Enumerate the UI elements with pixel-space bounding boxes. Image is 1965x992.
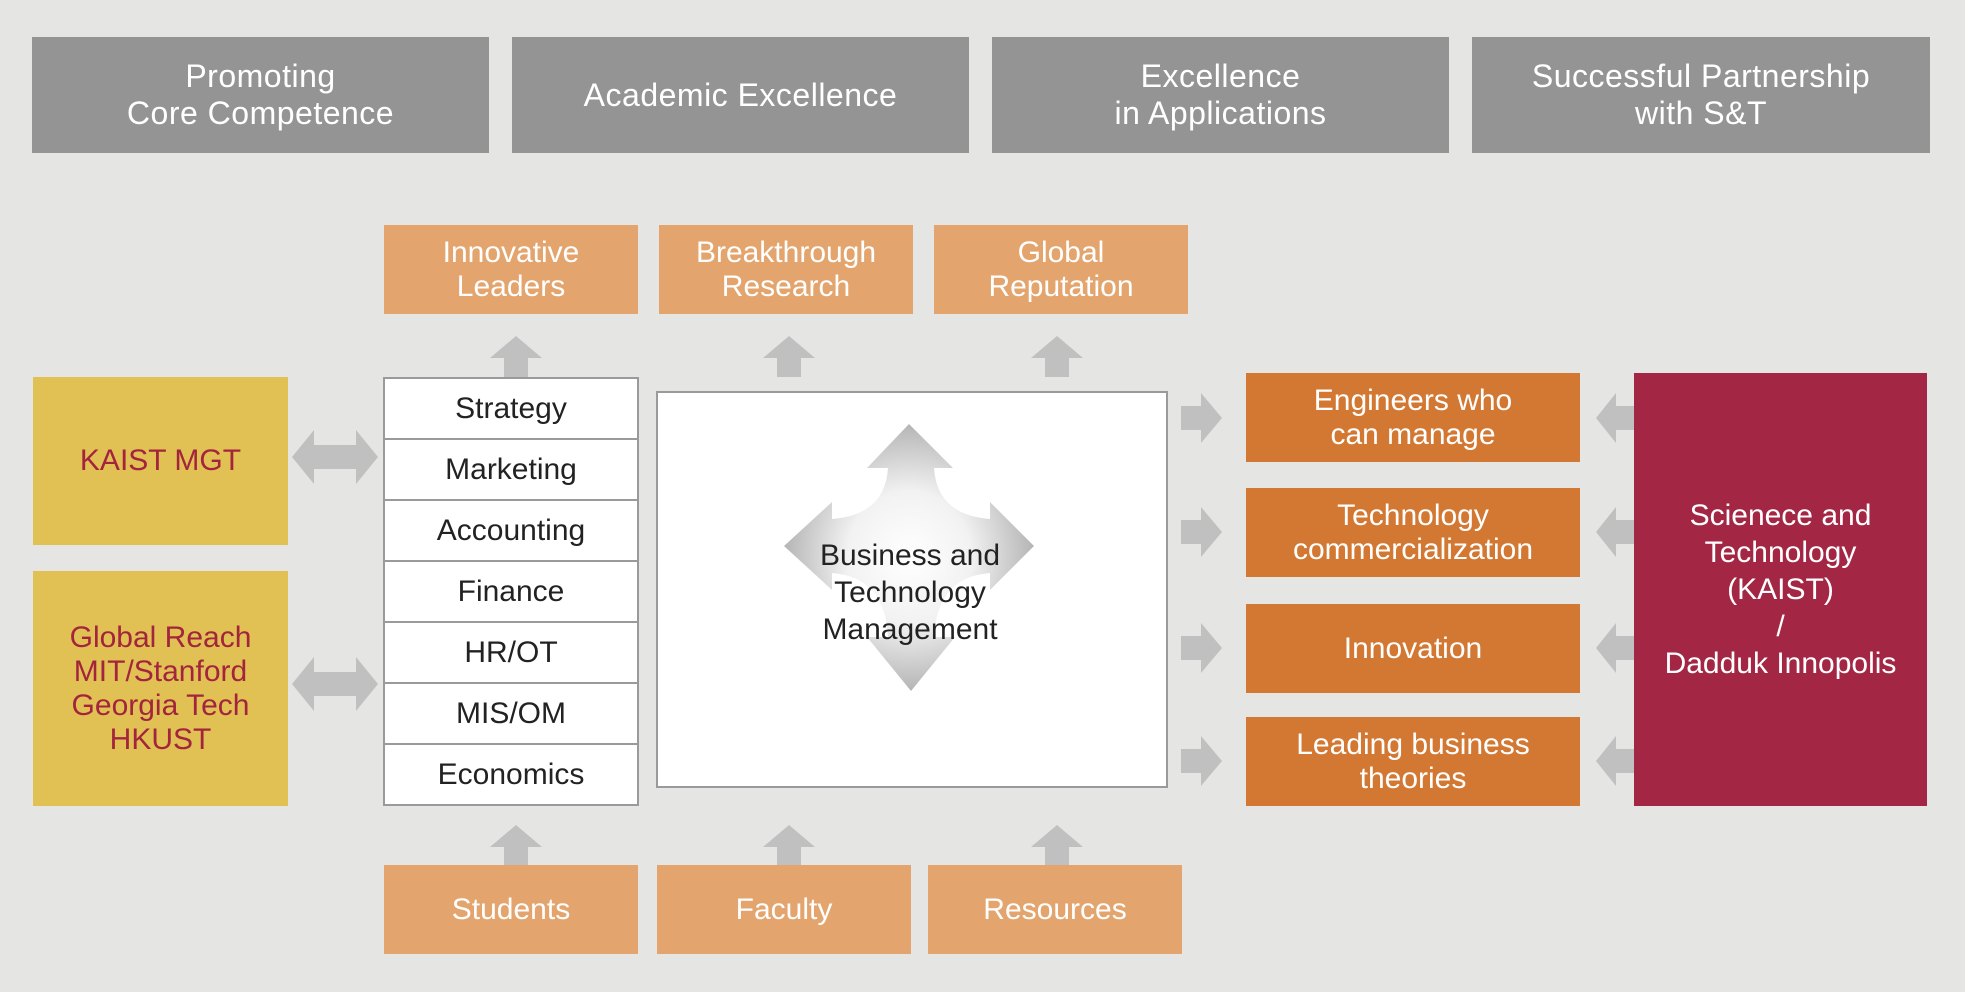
input-students: Students [384, 865, 638, 954]
up-arrow-icon [1031, 825, 1083, 866]
partner-kaist-mgt: KAIST MGT [33, 377, 288, 545]
header-excellence-in-applications: Excellence in Applications [992, 37, 1449, 153]
subject-accounting: Accounting [385, 499, 637, 560]
subject-strategy: Strategy [455, 391, 567, 425]
outcome-breakthrough-research: Breakthrough Research [659, 225, 913, 314]
application-technology-commercialization: Technology commercialization [1246, 488, 1580, 577]
outcome-innovative-leaders: Innovative Leaders [384, 225, 638, 314]
outcome-global-reputation: Global Reputation [934, 225, 1188, 314]
double-arrow-icon [292, 657, 378, 711]
left-arrow-icon [1596, 623, 1634, 673]
subject-finance: Finance [385, 560, 637, 621]
up-arrow-icon [763, 336, 815, 377]
input-resources: Resources [928, 865, 1182, 954]
application-engineers-who-can-manage: Engineers who can manage [1246, 373, 1580, 462]
right-arrow-icon [1181, 736, 1222, 786]
left-arrow-icon [1596, 507, 1634, 557]
core-label: Business and Technology Management [819, 538, 1001, 646]
up-arrow-icon [490, 336, 542, 377]
double-arrow-icon [292, 430, 378, 484]
partner-global-reach: Global Reach MIT/Stanford Georgia Tech H… [33, 571, 288, 806]
header-successful-partnership: Successful Partnership with S&T [1472, 37, 1930, 153]
subject-hr-ot: HR/OT [385, 621, 637, 682]
right-arrow-icon [1181, 507, 1222, 557]
science-and-technology-box: Scienece and Technology (KAIST) / Dadduk… [1634, 373, 1927, 806]
left-arrow-icon [1596, 736, 1634, 786]
up-arrow-icon [763, 825, 815, 866]
subject-list: Strategy Marketing Accounting Finance HR… [383, 377, 639, 806]
application-innovation: Innovation [1246, 604, 1580, 693]
subject-mis-om: MIS/OM [385, 682, 637, 743]
right-arrow-icon [1181, 393, 1222, 443]
header-academic-excellence: Academic Excellence [512, 37, 969, 153]
up-arrow-icon [1031, 336, 1083, 377]
left-arrow-icon [1596, 393, 1634, 443]
application-leading-business-theories: Leading business theories [1246, 717, 1580, 806]
four-way-arrow-icon [784, 424, 1034, 691]
up-arrow-icon [490, 825, 542, 866]
right-arrow-icon [1181, 623, 1222, 673]
input-faculty: Faculty [657, 865, 911, 954]
subject-marketing: Marketing [385, 438, 637, 499]
subject-economics: Economics [385, 743, 637, 804]
header-promoting-core-competence: Promoting Core Competence [32, 37, 489, 153]
